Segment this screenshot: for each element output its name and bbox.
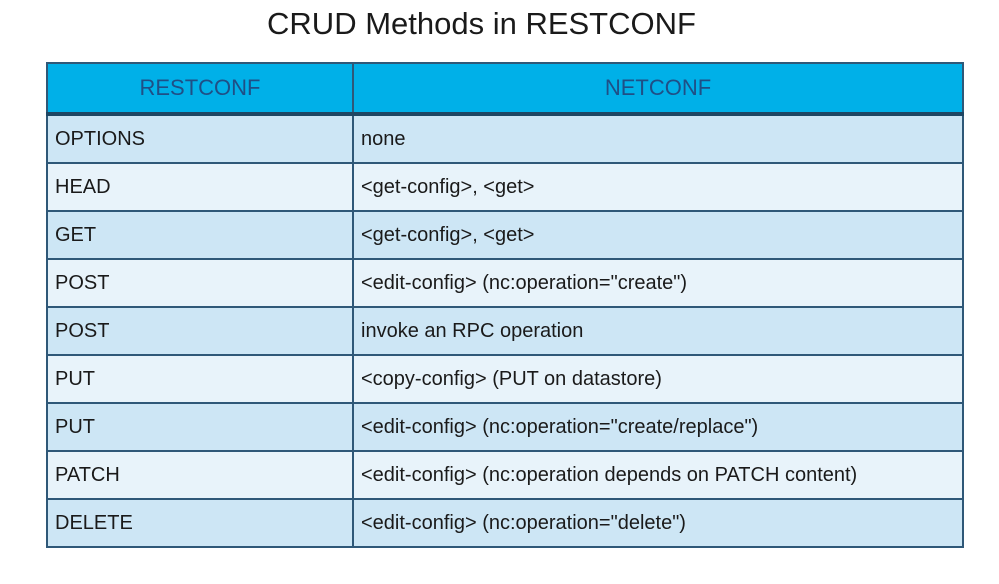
restconf-method-cell: GET — [46, 210, 354, 260]
restconf-method-cell: PUT — [46, 354, 354, 404]
crud-methods-table: RESTCONF NETCONF OPTIONS none HEAD <get-… — [46, 62, 964, 548]
netconf-operation-cell: <copy-config> (PUT on datastore) — [352, 354, 964, 404]
netconf-operation-cell: <get-config>, <get> — [352, 210, 964, 260]
header-netconf: NETCONF — [352, 62, 964, 116]
restconf-method-cell: DELETE — [46, 498, 354, 548]
netconf-operation-cell: none — [352, 113, 964, 164]
restconf-method-cell: OPTIONS — [46, 113, 354, 164]
netconf-operation-cell: invoke an RPC operation — [352, 306, 964, 356]
table-row: OPTIONS none — [46, 113, 964, 164]
restconf-method-cell: HEAD — [46, 162, 354, 212]
table-row: PUT <copy-config> (PUT on datastore) — [46, 354, 964, 404]
netconf-operation-cell: <edit-config> (nc:operation depends on P… — [352, 450, 964, 500]
page-title: CRUD Methods in RESTCONF — [267, 6, 696, 41]
header-restconf: RESTCONF — [46, 62, 354, 116]
table-row: DELETE <edit-config> (nc:operation="dele… — [46, 498, 964, 548]
table-row: PUT <edit-config> (nc:operation="create/… — [46, 402, 964, 452]
netconf-operation-cell: <edit-config> (nc:operation="create/repl… — [352, 402, 964, 452]
table-row: POST <edit-config> (nc:operation="create… — [46, 258, 964, 308]
table-row: PATCH <edit-config> (nc:operation depend… — [46, 450, 964, 500]
restconf-method-cell: POST — [46, 258, 354, 308]
restconf-method-cell: PATCH — [46, 450, 354, 500]
table-row: POST invoke an RPC operation — [46, 306, 964, 356]
netconf-operation-cell: <edit-config> (nc:operation="delete") — [352, 498, 964, 548]
table-row: HEAD <get-config>, <get> — [46, 162, 964, 212]
netconf-operation-cell: <get-config>, <get> — [352, 162, 964, 212]
table-row: GET <get-config>, <get> — [46, 210, 964, 260]
restconf-method-cell: POST — [46, 306, 354, 356]
table-header-row: RESTCONF NETCONF — [46, 62, 964, 116]
netconf-operation-cell: <edit-config> (nc:operation="create") — [352, 258, 964, 308]
restconf-method-cell: PUT — [46, 402, 354, 452]
